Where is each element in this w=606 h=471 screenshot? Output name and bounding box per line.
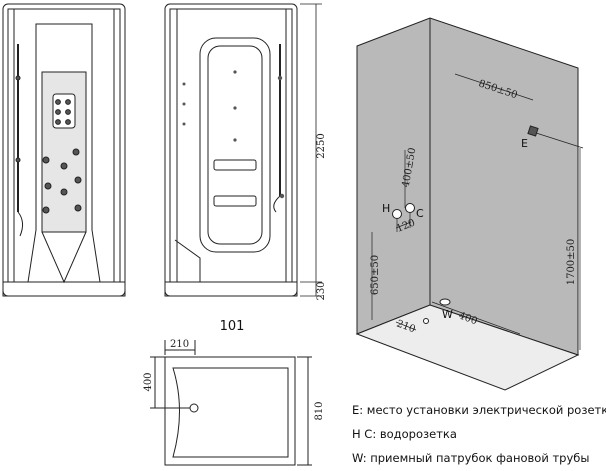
label-H: H bbox=[382, 202, 390, 215]
iso-room bbox=[355, 17, 580, 391]
side-dimensions bbox=[300, 3, 322, 297]
side-view bbox=[164, 3, 298, 297]
jet-nozzle-icon bbox=[42, 206, 50, 214]
side-armrest bbox=[213, 159, 257, 171]
knob-icon bbox=[55, 109, 61, 115]
front-base-tray bbox=[2, 281, 126, 297]
plan-tray-inner bbox=[172, 367, 289, 458]
dim-plan-400: 400 bbox=[143, 372, 154, 391]
shower-head-icon bbox=[277, 75, 283, 81]
jet-nozzle-icon bbox=[60, 188, 68, 196]
plan-outer bbox=[164, 356, 296, 466]
jet-nozzle-icon bbox=[72, 148, 80, 156]
extension-line bbox=[532, 131, 584, 149]
jet-nozzle-icon bbox=[44, 182, 52, 190]
dim-base-height: 230 bbox=[316, 281, 327, 300]
label-W: W bbox=[442, 308, 453, 321]
iso-fixtures bbox=[392, 125, 539, 324]
knob-icon bbox=[65, 109, 71, 115]
side-floor-edge bbox=[174, 239, 201, 282]
dim-water-height: 650±50 bbox=[370, 255, 381, 295]
jet-nozzle-icon bbox=[42, 156, 50, 164]
waste-point-icon bbox=[423, 318, 429, 324]
socket-icon bbox=[527, 125, 539, 137]
dimension-line-120 bbox=[395, 221, 412, 229]
dim-plan-810: 810 bbox=[314, 401, 325, 420]
legend-line-W: W: приемный патрубок фановой трубы bbox=[352, 451, 590, 465]
model-number: 101 bbox=[220, 319, 245, 334]
control-dot-icon bbox=[182, 122, 186, 126]
dimension-line-waste-210 bbox=[395, 321, 417, 331]
jet-nozzle-icon bbox=[74, 176, 82, 184]
rail-clip-icon bbox=[15, 157, 21, 163]
front-back-panel bbox=[27, 23, 101, 283]
front-fixtures bbox=[15, 75, 82, 214]
iso-walls bbox=[356, 17, 579, 356]
jet-nozzle-icon bbox=[74, 204, 82, 212]
side-seat-panel-outer bbox=[199, 37, 271, 253]
front-column-bottom bbox=[41, 231, 87, 284]
drain-icon bbox=[189, 403, 199, 413]
legend-line-E: E: место установки электрической розетки bbox=[352, 403, 606, 417]
front-view bbox=[2, 3, 126, 297]
side-shower-hose bbox=[273, 195, 281, 213]
control-dot-icon bbox=[182, 82, 186, 86]
waste-pipe-icon bbox=[439, 298, 451, 306]
legend-line-HC: H C: водорозетка bbox=[352, 427, 457, 441]
iso-dimensions bbox=[371, 73, 584, 350]
side-fixtures bbox=[182, 70, 285, 199]
dimension-line-850 bbox=[454, 73, 534, 101]
plan-view bbox=[150, 340, 312, 466]
hot-water-outlet-icon bbox=[392, 209, 402, 219]
air-vent-icon bbox=[233, 70, 237, 74]
dim-total-height: 2250 bbox=[316, 133, 327, 158]
jet-nozzle-icon bbox=[60, 162, 68, 170]
knob-icon bbox=[55, 99, 61, 105]
dimension-line-waste-400 bbox=[431, 301, 521, 335]
knob-icon bbox=[65, 119, 71, 125]
side-armrest bbox=[213, 195, 257, 207]
air-vent-icon bbox=[233, 106, 237, 110]
side-base-tray bbox=[164, 281, 298, 297]
knob-icon bbox=[65, 99, 71, 105]
label-E: E bbox=[521, 137, 528, 150]
cold-water-outlet-icon bbox=[405, 203, 415, 213]
iso-floor bbox=[355, 304, 580, 391]
side-inner-frame bbox=[169, 8, 293, 283]
label-C: C bbox=[416, 207, 424, 220]
air-vent-icon bbox=[233, 138, 237, 142]
front-shower-hose bbox=[17, 211, 24, 237]
legend: E: место установки электрической розетки… bbox=[352, 398, 606, 470]
side-seat-panel-inner bbox=[207, 45, 263, 245]
knob-icon bbox=[55, 119, 61, 125]
control-dot-icon bbox=[182, 102, 186, 106]
dim-socket-height: 1700±50 bbox=[566, 239, 577, 286]
rail-clip-icon bbox=[15, 75, 21, 81]
dim-plan-210: 210 bbox=[170, 339, 189, 350]
rail-clip-icon bbox=[279, 193, 285, 199]
